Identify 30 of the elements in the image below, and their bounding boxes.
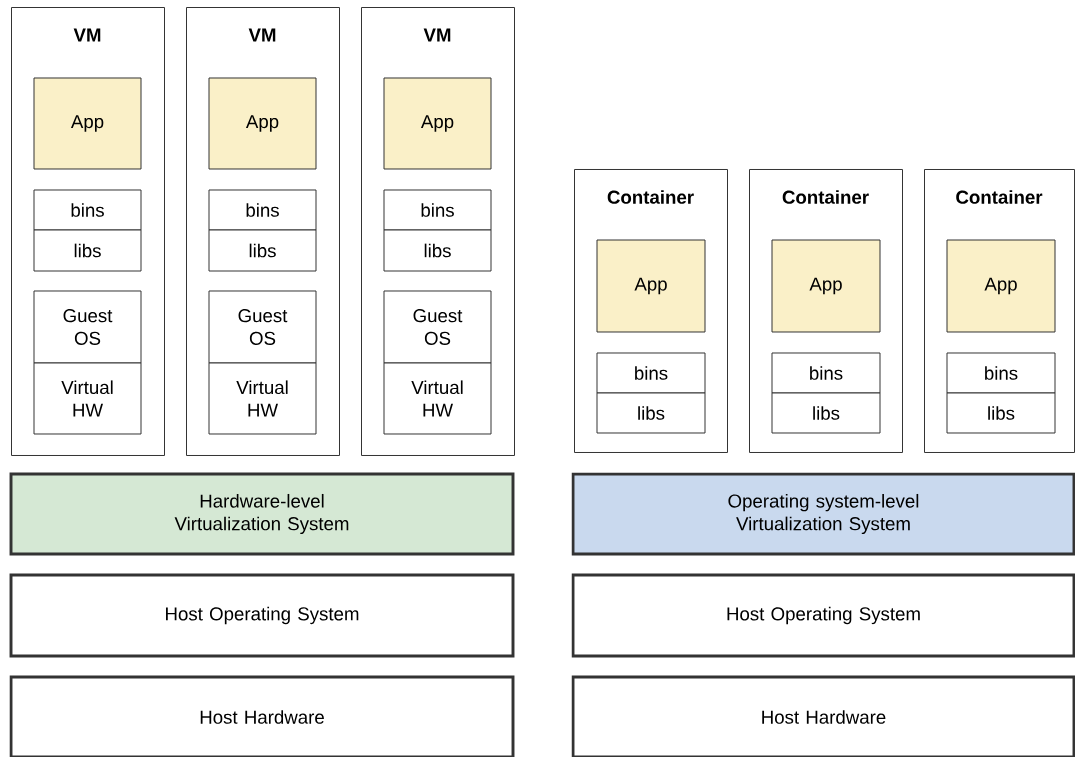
libs-box: libs xyxy=(596,392,706,434)
bins-box: bins xyxy=(383,189,492,231)
virtualization-layer-band: Hardware-level Virtualization System xyxy=(9,472,515,556)
app-box: App xyxy=(383,77,492,170)
virtual-hardware-box: Virtual HW xyxy=(383,362,492,435)
app-box: App xyxy=(946,239,1056,333)
libs-box: libs xyxy=(946,392,1056,434)
guest-os-box: Guest OS xyxy=(383,290,492,364)
host-os-band: Host Operating System xyxy=(571,573,1075,658)
bins-box: bins xyxy=(33,189,142,231)
host-hardware-band: Host Hardware xyxy=(571,675,1075,757)
libs-box: libs xyxy=(33,229,142,272)
bins-box: bins xyxy=(946,352,1056,394)
guest-os-box: Guest OS xyxy=(33,290,142,364)
virtual-hardware-box: Virtual HW xyxy=(33,362,142,435)
app-box: App xyxy=(33,77,142,170)
bins-box: bins xyxy=(771,352,881,394)
libs-box: libs xyxy=(383,229,492,272)
guest-os-box: Guest OS xyxy=(208,290,317,364)
libs-box: libs xyxy=(208,229,317,272)
app-box: App xyxy=(208,77,317,170)
bins-box: bins xyxy=(596,352,706,394)
host-os-band: Host Operating System xyxy=(9,573,515,658)
host-hardware-band: Host Hardware xyxy=(9,675,515,757)
libs-box: libs xyxy=(771,392,881,434)
virtual-hardware-box: Virtual HW xyxy=(208,362,317,435)
app-box: App xyxy=(596,239,706,333)
virtualization-layer-band: Operating system-level Virtualization System xyxy=(571,472,1075,556)
app-box: App xyxy=(771,239,881,333)
bins-box: bins xyxy=(208,189,317,231)
